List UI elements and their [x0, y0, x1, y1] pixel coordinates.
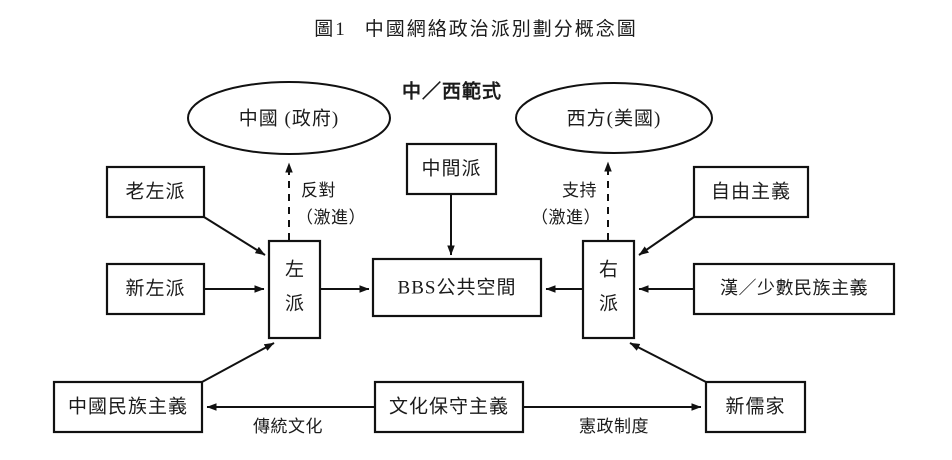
left-wing-label-char1: 左 — [285, 258, 304, 280]
left-wing-box — [267, 239, 322, 340]
edge-label-oppose-line1: 反對 — [301, 181, 336, 200]
edge-label-support-line1: 支持 — [562, 181, 597, 200]
edge-liberalism-to-right-wing — [638, 216, 695, 256]
node-han-minority-nationalism: 漢／少數民族主義 — [692, 262, 896, 316]
chinese-nationalism-label: 中國民族主義 — [68, 395, 188, 417]
node-left-wing: 左 派 — [267, 239, 322, 340]
edge-new-confucianism-to-right-wing — [629, 342, 707, 383]
figure-title: 圖1 中國網絡政治派別劃分概念圖 — [0, 14, 952, 41]
node-china-government: 中國 (政府) — [187, 81, 391, 155]
node-chinese-nationalism: 中國民族主義 — [52, 380, 204, 434]
node-centrist: 中間派 — [405, 142, 498, 196]
node-cultural-conservatism: 文化保守主義 — [373, 380, 525, 434]
west-usa-ellipse — [515, 82, 713, 154]
edge-chinese-nationalism-to-left-wing — [201, 342, 275, 383]
new-left-label: 新左派 — [125, 277, 185, 299]
right-wing-label-char1: 右 — [599, 258, 618, 280]
edge-label-constitutional-system: 憲政制度 — [579, 416, 649, 436]
node-new-confucianism: 新儒家 — [704, 380, 807, 434]
right-wing-label-char2: 派 — [599, 293, 618, 314]
china-government-ellipse — [187, 81, 391, 155]
bbs-public-space-label: BBS公共空間 — [398, 276, 517, 298]
liberalism-label: 自由主義 — [711, 180, 791, 202]
node-bbs-public-space: BBS公共空間 — [371, 257, 543, 318]
centrist-box — [405, 142, 498, 196]
node-old-left: 老左派 — [105, 165, 206, 219]
old-left-box — [105, 165, 206, 219]
han-minority-nationalism-label: 漢／少數民族主義 — [720, 278, 868, 298]
new-left-box — [105, 262, 206, 316]
edge-label-traditional-culture: 傳統文化 — [253, 417, 323, 436]
right-wing-box — [581, 239, 636, 340]
old-left-label: 老左派 — [125, 180, 185, 202]
node-new-left: 新左派 — [105, 262, 206, 316]
han-minority-nationalism-box — [692, 262, 896, 316]
edge-label-support-line2: （激進） — [531, 208, 601, 227]
node-liberalism: 自由主義 — [692, 165, 810, 219]
centrist-label: 中間派 — [421, 157, 481, 179]
paradigm-label: 中／西範式 — [402, 79, 502, 102]
china-government-label: 中國 (政府) — [239, 107, 339, 129]
left-wing-label-char2: 派 — [285, 293, 304, 314]
liberalism-box — [692, 165, 810, 219]
cultural-conservatism-label: 文化保守主義 — [389, 395, 509, 417]
new-confucianism-label: 新儒家 — [725, 395, 785, 417]
node-right-wing: 右 派 — [581, 239, 636, 340]
new-confucianism-box — [704, 380, 807, 434]
node-west-usa: 西方(美國) — [515, 82, 713, 154]
edge-label-oppose-line2: （激進） — [296, 208, 366, 227]
figure-number: 圖1 — [314, 19, 347, 40]
bbs-public-space-box — [371, 257, 543, 318]
chinese-nationalism-box — [52, 380, 204, 434]
west-usa-label: 西方(美國) — [567, 107, 662, 129]
edge-old-left-to-left-wing — [203, 216, 266, 256]
figure-title-text: 中國網絡政治派別劃分概念圖 — [364, 19, 638, 40]
